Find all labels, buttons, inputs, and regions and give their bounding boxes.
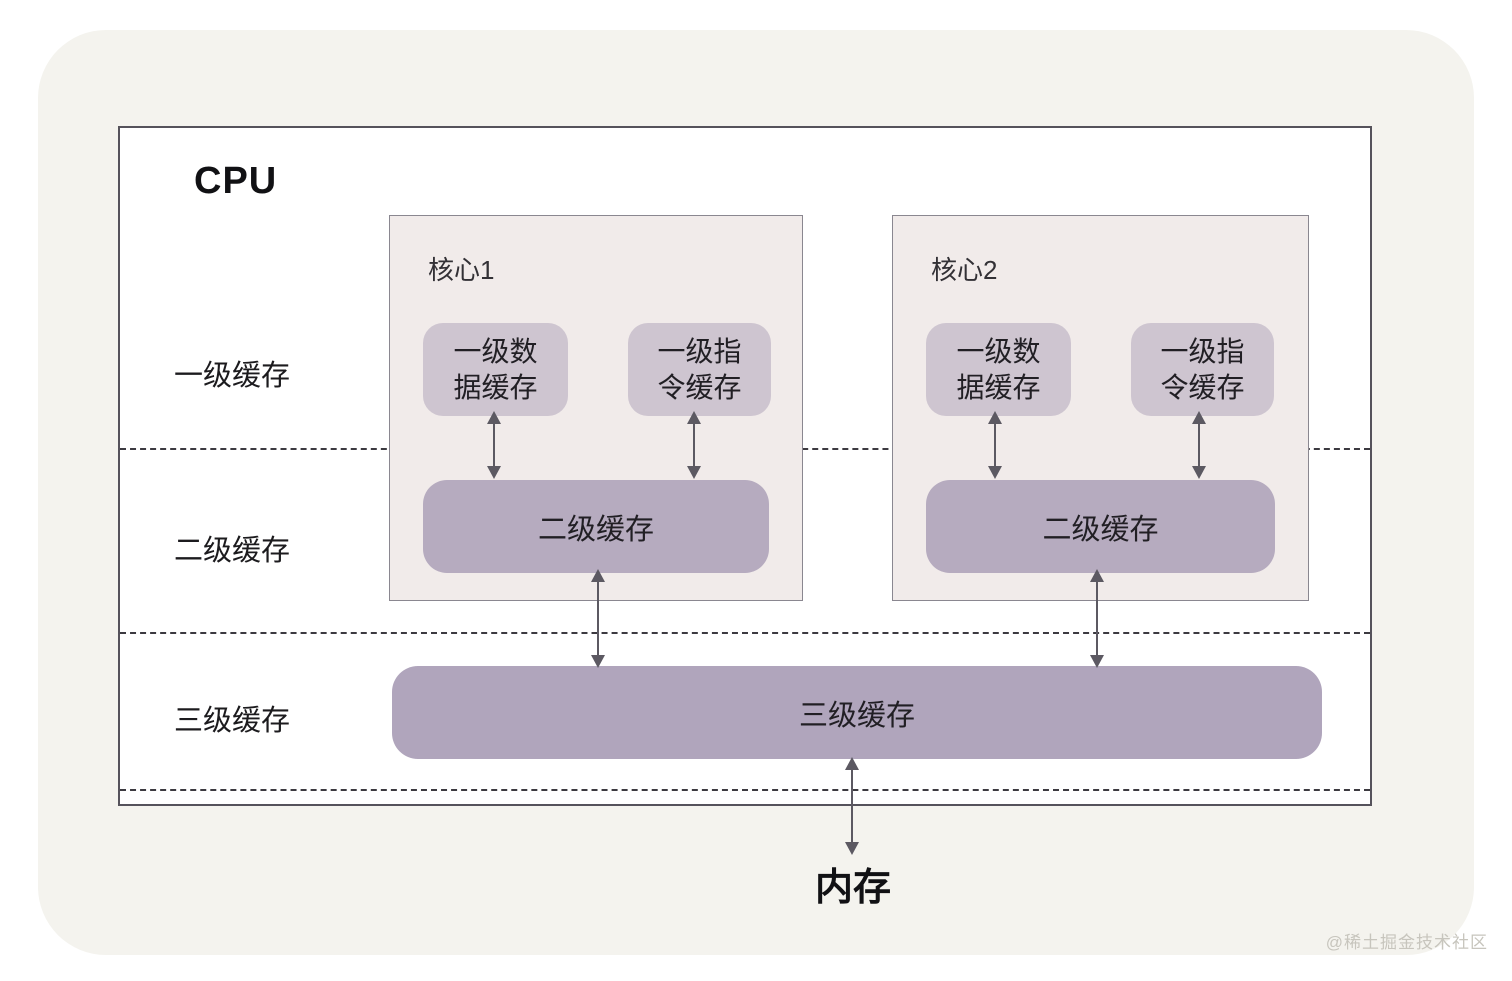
arrowhead-down (487, 466, 501, 479)
core-2-l2-cache: 二级缓存 (926, 480, 1275, 573)
core-2-box: 核心2 一级数 据缓存 一级指 令缓存 二级缓存 (892, 215, 1309, 601)
core-1-box: 核心1 一级数 据缓存 一级指 令缓存 二级缓存 (389, 215, 803, 601)
arrowhead-up (591, 569, 605, 582)
arrowhead-up (1192, 411, 1206, 424)
arrowhead-down (1192, 466, 1206, 479)
core-1-name: 核心1 (428, 255, 495, 285)
core-1-l2-cache: 二级缓存 (423, 480, 769, 573)
memory-label: 内存 (814, 867, 891, 909)
arrowhead-up (988, 411, 1002, 424)
row-label-l1-cache: 一级缓存 (174, 360, 291, 392)
core-2-name: 核心2 (931, 255, 998, 285)
arrow-shaft (1198, 421, 1200, 469)
arrow-shaft (851, 767, 853, 845)
arrowhead-down (1090, 655, 1104, 668)
arrow-core2-l1instr-l2 (1191, 411, 1207, 479)
l1-data-cache-label-line1: 一级数 (453, 335, 538, 367)
watermark-text: @稀土掘金技术社区 (1325, 933, 1488, 952)
arrowhead-down (988, 466, 1002, 479)
cpu-title: CPU (194, 160, 278, 202)
core-1-l1-instruction-cache: 一级指 令缓存 (628, 323, 771, 416)
arrowhead-down (591, 655, 605, 668)
l1-instruction-cache-label-line1: 一级指 (657, 335, 742, 367)
l1-data-cache-label-line2: 据缓存 (956, 371, 1041, 403)
l3-cache-box: 三级缓存 (392, 666, 1322, 759)
arrowhead-up (687, 411, 701, 424)
arrow-shaft (1096, 579, 1098, 658)
arrowhead-up (487, 411, 501, 424)
core-1-l1-data-cache: 一级数 据缓存 (423, 323, 568, 416)
row-label-l3-cache: 三级缓存 (174, 705, 291, 737)
arrow-core1-l2-l3 (590, 569, 606, 668)
l1-instruction-cache-label-line2: 令缓存 (657, 371, 742, 403)
l1-data-cache-label-line2: 据缓存 (453, 371, 538, 403)
arrowhead-up (1090, 569, 1104, 582)
core-2-l1-instruction-cache: 一级指 令缓存 (1131, 323, 1274, 416)
divider-l3-memory (120, 789, 1370, 791)
arrow-core1-l1data-l2 (486, 411, 502, 479)
row-label-l2-cache: 二级缓存 (174, 535, 291, 567)
arrow-shaft (597, 579, 599, 658)
arrowhead-down (687, 466, 701, 479)
l1-instruction-cache-label-line2: 令缓存 (1160, 371, 1245, 403)
l1-data-cache-label-line1: 一级数 (956, 335, 1041, 367)
arrowhead-down (845, 842, 859, 855)
core-2-l1-data-cache: 一级数 据缓存 (926, 323, 1071, 416)
arrow-shaft (493, 421, 495, 469)
arrowhead-up (845, 757, 859, 770)
cpu-container: CPU 一级缓存 二级缓存 三级缓存 核心1 一级数 据缓存 一级指 令缓存 二… (118, 126, 1372, 806)
arrow-core2-l2-l3 (1089, 569, 1105, 668)
arrow-shaft (693, 421, 695, 469)
arrow-l3-memory (844, 757, 860, 855)
arrow-shaft (994, 421, 996, 469)
arrow-core1-l1instr-l2 (686, 411, 702, 479)
arrow-core2-l1data-l2 (987, 411, 1003, 479)
divider-l2-l3 (120, 632, 1370, 634)
l1-instruction-cache-label-line1: 一级指 (1160, 335, 1245, 367)
